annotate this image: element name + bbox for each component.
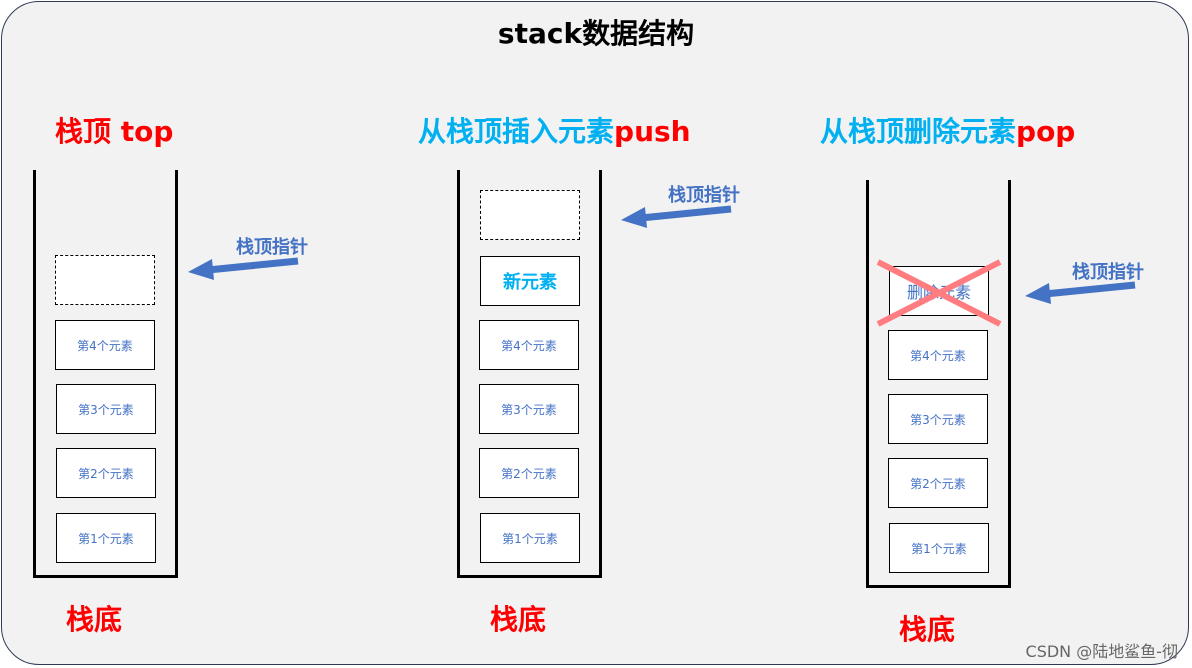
panel2-element-3: 第3个元素 — [479, 384, 579, 434]
panel3-stack-left-wall — [866, 180, 869, 588]
panel3-delete-cross-icon — [876, 259, 1002, 327]
panel2-heading-part3: push — [614, 115, 691, 148]
panel2-new-element: 新元素 — [480, 256, 580, 306]
panel3-stack-bottom — [866, 585, 1011, 588]
panel1-stack-left-wall — [33, 170, 36, 578]
diagram-title: stack数据结构 — [497, 17, 695, 50]
panel1-stack-bottom — [33, 575, 178, 578]
panel1-empty-slot — [55, 255, 155, 305]
panel2-empty-slot — [480, 190, 580, 240]
panel1-heading: 栈顶 top — [55, 110, 173, 150]
panel3-heading: 从栈顶删除元素pop — [820, 110, 1075, 150]
panel1-heading-text: 栈顶 top — [55, 115, 174, 148]
panel2-heading-part2: 插入元素 — [502, 115, 615, 148]
panel2-element-4: 第4个元素 — [479, 320, 579, 370]
panel2-stack-bottom — [457, 575, 602, 578]
panel3-element-4: 第4个元素 — [888, 330, 988, 380]
panel3-element-2: 第2个元素 — [888, 458, 988, 508]
panel2-element-2: 第2个元素 — [479, 448, 579, 498]
panel1-pointer-arrow-icon — [188, 257, 299, 280]
panel1-stack-right-wall — [175, 170, 178, 578]
panel1-stack-bottom-label: 栈底 — [66, 603, 123, 636]
panel2-stack-right-wall — [599, 170, 602, 578]
panel1-element-4: 第4个元素 — [55, 320, 155, 370]
panel2-element-1: 第1个元素 — [480, 513, 580, 563]
panel2-heading-part1: 从栈顶 — [418, 115, 503, 148]
panel3-pointer-label: 栈顶指针 — [1072, 262, 1144, 283]
panel3-element-1: 第1个元素 — [889, 523, 989, 573]
panel2-pointer-arrow-icon — [621, 205, 732, 228]
panel1-element-1: 第1个元素 — [56, 513, 156, 563]
panel3-stack-right-wall — [1008, 180, 1011, 588]
panel3-heading-part3: pop — [1016, 115, 1076, 148]
panel2-heading: 从栈顶插入元素push — [418, 110, 691, 150]
panel1-element-2: 第2个元素 — [56, 448, 156, 498]
panel1-pointer-label: 栈顶指针 — [236, 237, 308, 258]
panel1-element-3: 第3个元素 — [56, 384, 156, 434]
panel2-stack-bottom-label: 栈底 — [490, 603, 547, 636]
panel3-heading-part1: 从栈顶 — [820, 115, 905, 148]
panel2-pointer-label: 栈顶指针 — [668, 185, 740, 206]
panel3-heading-part2: 删除元素 — [904, 115, 1017, 148]
watermark: CSDN @陆地鲨鱼-彻 — [1025, 642, 1178, 661]
panel3-pointer-arrow-icon — [1025, 281, 1136, 304]
panel3-stack-bottom-label: 栈底 — [899, 613, 956, 646]
panel3-element-3: 第3个元素 — [888, 394, 988, 444]
panel2-stack-left-wall — [457, 170, 460, 578]
